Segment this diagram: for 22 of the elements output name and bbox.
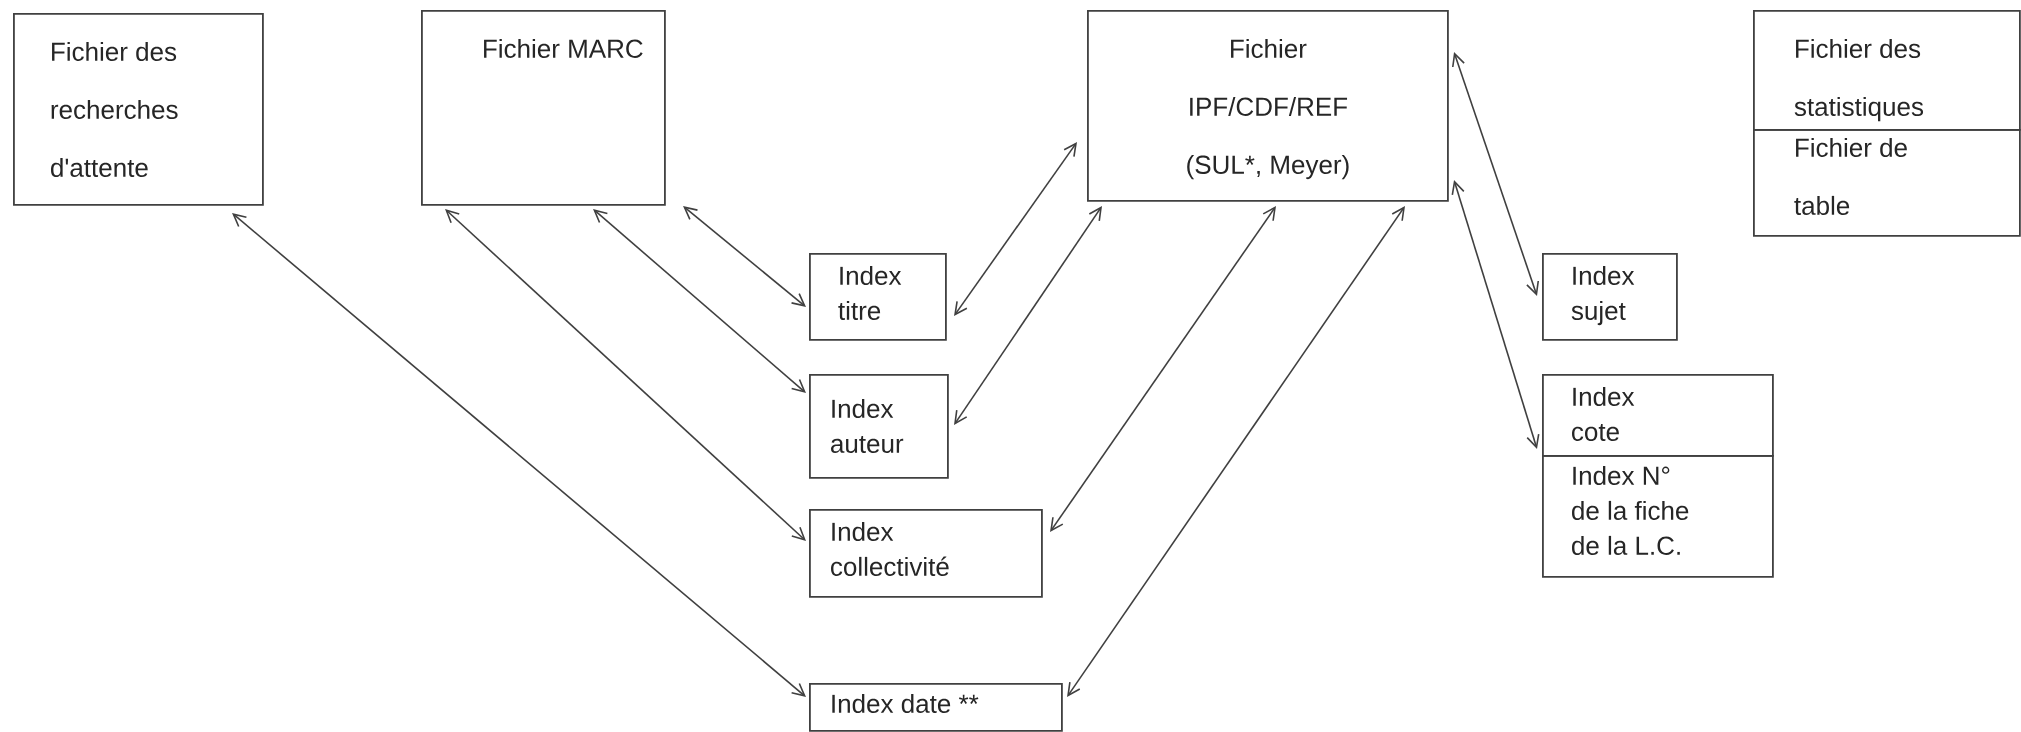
- index-box: Index sujet: [1542, 253, 1678, 341]
- arrow: [232, 213, 806, 697]
- file-box: Fichier de table: [1753, 129, 2021, 237]
- file-box: Fichier MARC: [421, 10, 666, 206]
- arrow: [1050, 206, 1276, 532]
- arrow: [1451, 180, 1540, 449]
- arrow: [954, 142, 1077, 316]
- arrow: [593, 209, 806, 393]
- file-box: Fichier IPF/CDF/REF (SUL*, Meyer): [1087, 10, 1449, 202]
- index-box: Index titre: [809, 253, 947, 341]
- index-box: Index date **: [809, 683, 1063, 732]
- index-box: Index cote: [1542, 374, 1774, 457]
- arrow: [1067, 206, 1405, 697]
- index-box: Index auteur: [809, 374, 949, 479]
- arrow: [1452, 52, 1540, 296]
- index-box: Index N° de la fiche de la L.C.: [1542, 455, 1774, 578]
- arrow: [445, 209, 806, 541]
- arrow: [954, 206, 1103, 425]
- file-box: Fichier des recherches d'attente: [13, 13, 264, 206]
- index-box: Index collectivité: [809, 509, 1043, 598]
- arrow: [683, 206, 807, 307]
- file-box: Fichier des statistiques: [1753, 10, 2021, 131]
